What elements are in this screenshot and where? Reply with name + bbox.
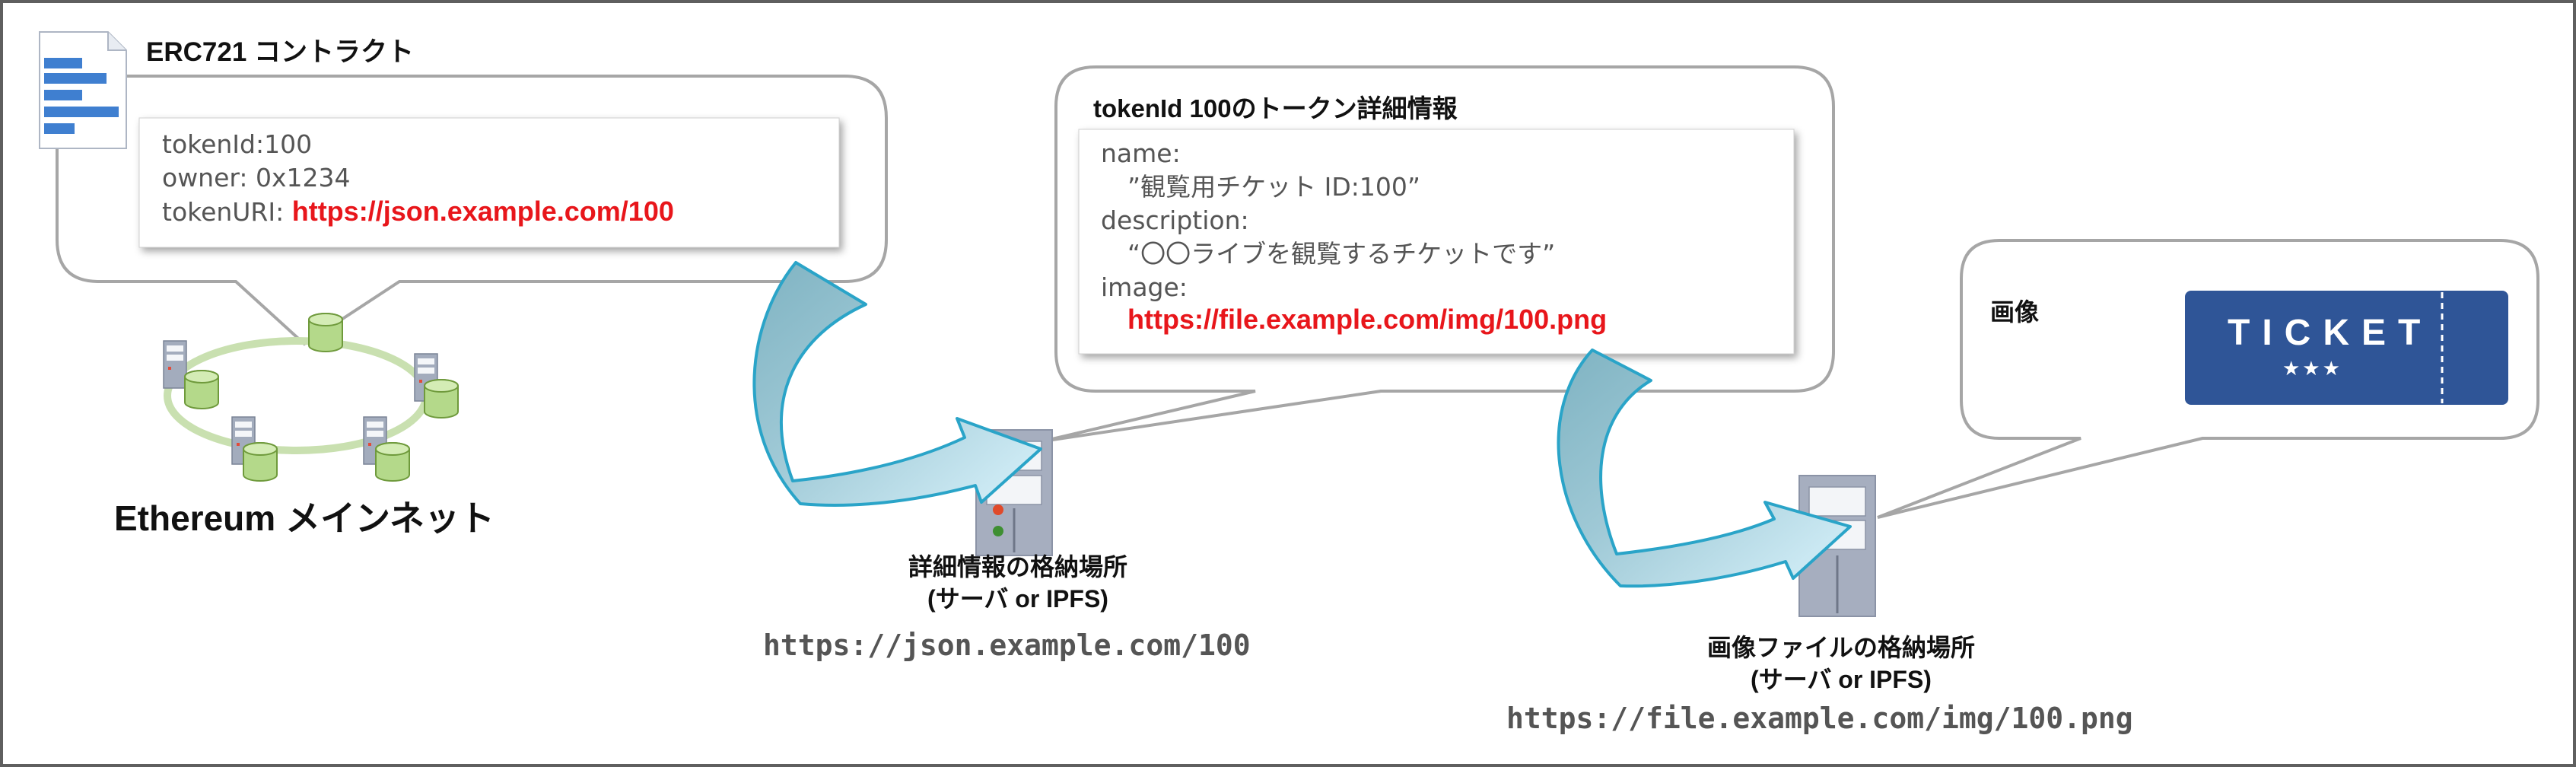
contract-tokenuri-link[interactable]: https://json.example.com/100	[291, 196, 674, 227]
metadata-image-line: https://file.example.com/img/100.png	[1127, 303, 1607, 337]
metadata-server-url[interactable]: https://json.example.com/100	[763, 629, 1251, 662]
contract-line-tokenuri: tokenURI: https://json.example.com/100	[162, 195, 674, 229]
contract-line-tokenid: tokenId:100	[162, 128, 312, 161]
ticket-text: TICKET	[2228, 313, 2433, 353]
ethereum-network-icon	[163, 313, 459, 482]
metadata-image-key: image:	[1101, 272, 1188, 302]
metadata-title: tokenId 100のトークン詳細情報	[1093, 94, 1458, 123]
metadata-server-label-2: (サーバ or IPFS)	[927, 585, 1108, 613]
image-bubble-title: 画像	[1990, 298, 2040, 326]
contract-line-owner: owner: 0x1234	[162, 161, 351, 195]
contract-owner-key: owner:	[162, 163, 256, 193]
metadata-description-value: “〇〇ライブを観覧するチケットです”	[1127, 239, 1556, 269]
contract-tokenid-value: 100	[264, 129, 313, 159]
contract-document-icon	[39, 31, 127, 149]
ticket-image	[2185, 291, 2508, 405]
contract-title: ERC721 コントラクト	[146, 37, 415, 67]
metadata-code-box	[1078, 129, 1795, 355]
arrow-metadata-to-image	[1557, 348, 1852, 588]
image-server-label-1: 画像ファイルの格納場所	[1706, 634, 1975, 661]
metadata-name-key: name:	[1101, 138, 1181, 168]
image-server-label-2: (サーバ or IPFS)	[1751, 666, 1932, 693]
arrow-contract-to-metadata	[752, 261, 1042, 507]
metadata-name-value: ”観覧用チケット ID:100”	[1127, 172, 1420, 202]
contract-owner-value: 0x1234	[256, 163, 351, 193]
metadata-description-key: description:	[1101, 205, 1249, 235]
contract-tokenuri-key: tokenURI:	[162, 197, 292, 227]
image-server-url[interactable]: https://file.example.com/img/100.png	[1506, 702, 2133, 735]
contract-tokenid-key: tokenId:	[162, 129, 265, 159]
contract-code-box	[138, 117, 840, 248]
ethereum-mainnet-label: Ethereum メインネット	[114, 498, 495, 538]
metadata-image-link[interactable]: https://file.example.com/img/100.png	[1127, 304, 1608, 335]
ticket-stars-icon: ★★★	[2282, 358, 2342, 380]
metadata-server-label-1: 詳細情報の格納場所	[908, 553, 1127, 581]
